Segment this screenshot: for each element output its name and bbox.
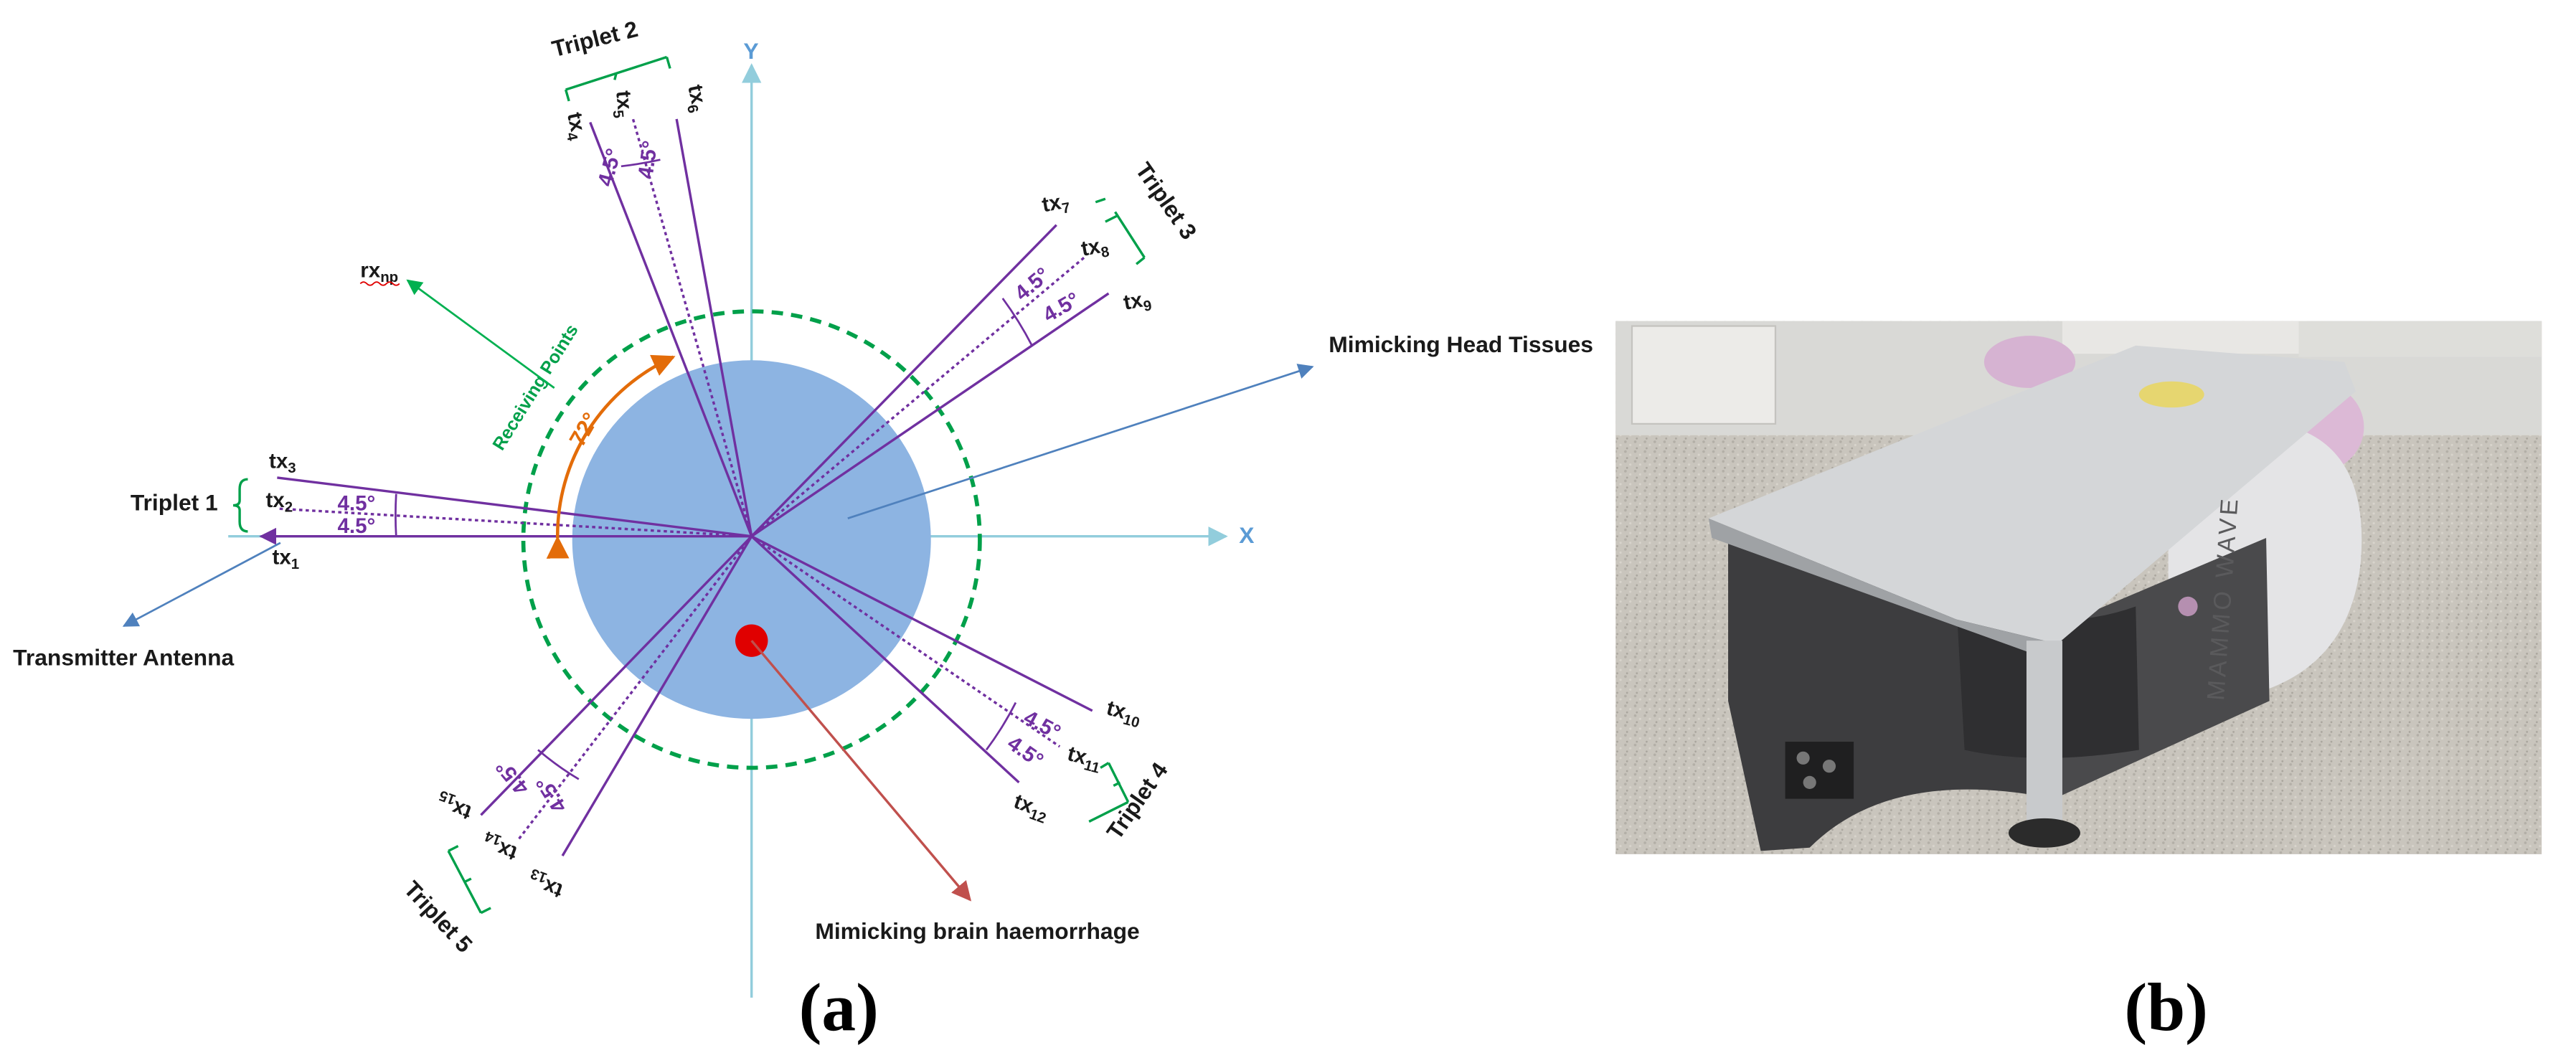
triplet-3-bracket (1095, 197, 1146, 265)
triplet-2-beams (589, 117, 753, 537)
tx-11-label: tx11 (1064, 742, 1104, 777)
triplet-3-label: Triplet 3 (1131, 158, 1202, 245)
y-axis-label: Y (743, 38, 758, 64)
rx-label: rxnp (360, 258, 398, 285)
tx-6-label: tx6 (680, 82, 712, 115)
angle-label-t3-lower: 4.5° (1039, 288, 1083, 327)
mimicking-brain-haemorrhage-label: Mimicking brain haemorrhage (815, 918, 1139, 944)
rx-spellcheck-underline (359, 281, 400, 286)
angle-label-t2-right: 4.5° (633, 139, 662, 180)
head-tissues-arrow (847, 364, 1314, 520)
triplet-5-label: Triplet 5 (399, 876, 477, 958)
x-axis-label: X (1239, 522, 1254, 548)
mimicking-head-tissues-label: Mimicking Head Tissues (1329, 331, 1593, 357)
arc-72-degrees (546, 354, 676, 559)
caption-b: (b) (2124, 969, 2208, 1045)
angle-label-t1-upper: 4.5° (337, 491, 375, 515)
rx-arrow (406, 279, 555, 389)
triplet-2-label: Triplet 2 (549, 16, 641, 62)
tx-2-label: tx2 (265, 488, 293, 516)
angle-label-t5-right: 4.5° (532, 772, 572, 816)
table-opening (2138, 381, 2204, 408)
angle-label-t2-left: 4.5° (593, 146, 626, 189)
panel-a: X Y (13, 16, 1593, 1045)
small-angle-arcs (395, 159, 1033, 780)
tx-14-label: tx14 (478, 828, 522, 866)
tx-1-label: tx1 (273, 545, 300, 572)
tx-3-label: tx3 (269, 449, 296, 476)
triplet-4-beams (750, 535, 1093, 784)
tx-4-label: tx4 (559, 110, 591, 143)
tx-12-label: tx12 (1009, 790, 1052, 827)
receiving-ring (521, 309, 982, 770)
tx-13-label: tx13 (524, 865, 567, 902)
triplet-3-beams (750, 224, 1110, 538)
tx-9-label: tx9 (1122, 287, 1153, 318)
triplet-4-bracket (1088, 762, 1130, 823)
angle-label-t3-upper: 4.5° (1010, 263, 1055, 306)
transmitter-antenna-label: Transmitter Antenna (13, 644, 234, 670)
triplet-5-beams (480, 535, 753, 857)
caption-a: (a) (799, 969, 879, 1045)
tx-7-label: tx7 (1040, 189, 1072, 220)
triplet-1-label: Triplet 1 (131, 489, 218, 515)
triplet-2-bracket (564, 55, 671, 102)
triplet-1-bracket (232, 478, 248, 533)
panel-b-photo: MAMMO WAVE (b) (1615, 321, 2542, 1045)
tx-5-label: tx5 (608, 90, 637, 119)
tx-8-label: tx8 (1080, 233, 1111, 265)
triplet-5-bracket (447, 845, 491, 915)
haemorrhage-arrow (750, 640, 972, 902)
transmitter-antenna-arrow (122, 542, 281, 627)
angle-label-t1-lower: 4.5° (337, 514, 375, 538)
tx-10-label: tx10 (1103, 696, 1144, 731)
tx-15-label: tx15 (433, 787, 476, 824)
angle-label-t5-left: 4.5° (491, 755, 534, 800)
